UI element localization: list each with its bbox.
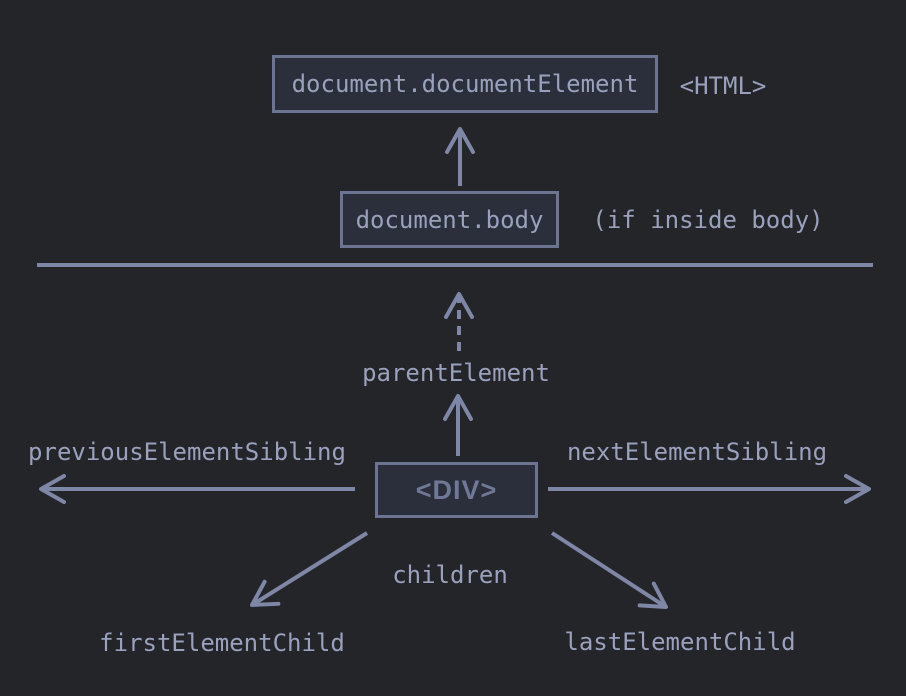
document-element-box: document.documentElement [272,55,658,113]
next-sibling-label: nextElementSibling [566,438,828,466]
document-element-box-label: document.documentElement [291,70,639,98]
first-child-arrow [250,531,369,607]
previous-sibling-label: previousElementSibling [28,438,346,466]
last-child-label: lastElementChild [564,628,796,656]
parent-element-label: parentElement [362,359,550,387]
div-box-label: <DIV> [415,474,498,505]
document-body-box-label: document.body [355,205,544,234]
children-label: children [392,561,508,589]
first-child-label: firstElementChild [99,629,345,657]
div-box: <DIV> [375,462,538,518]
last-child-arrow [550,531,668,609]
html-tag-label: <HTML> [679,72,767,100]
document-body-box: document.body [340,191,559,248]
if-inside-body-note: (if inside body) [592,206,824,234]
